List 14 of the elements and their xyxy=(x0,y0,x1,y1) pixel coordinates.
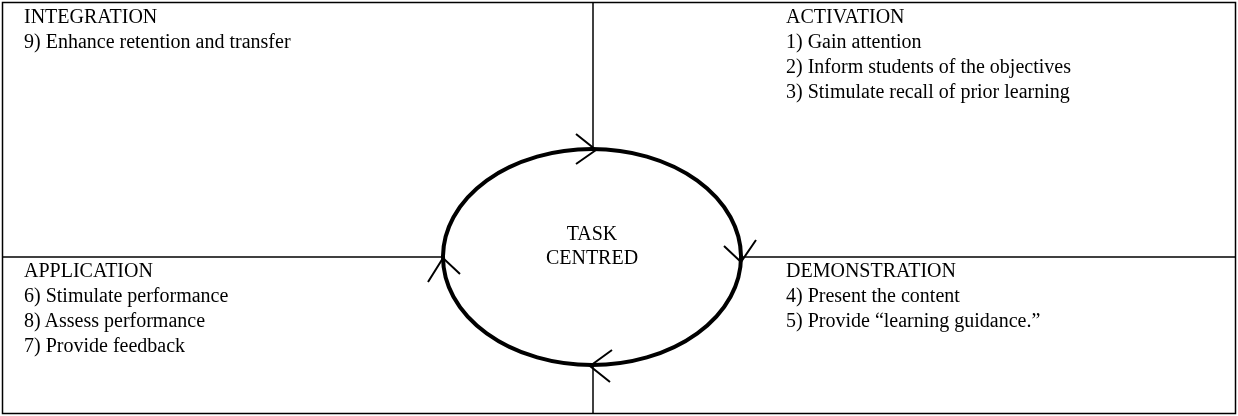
section-heading: APPLICATION xyxy=(24,258,153,283)
list-item: 8) Assess performance xyxy=(24,308,206,333)
list-item: 2) Inform students of the objectives xyxy=(786,54,1071,79)
list-item: 5) Provide “learning guidance.” xyxy=(786,308,1041,333)
list-item: 3) Stimulate recall of prior learning xyxy=(786,79,1070,104)
center-label: TASK CENTRED xyxy=(544,221,640,269)
list-item: 7) Provide feedback xyxy=(24,333,186,358)
section-heading: INTEGRATION xyxy=(24,4,158,29)
section-heading: DEMONSTRATION xyxy=(786,258,956,283)
list-item: 9) Enhance retention and transfer xyxy=(24,29,291,54)
list-item: 4) Present the content xyxy=(786,283,960,308)
list-item: 6) Stimulate performance xyxy=(24,283,229,308)
list-item: 1) Gain attention xyxy=(786,29,922,54)
section-heading: ACTIVATION xyxy=(786,4,905,29)
